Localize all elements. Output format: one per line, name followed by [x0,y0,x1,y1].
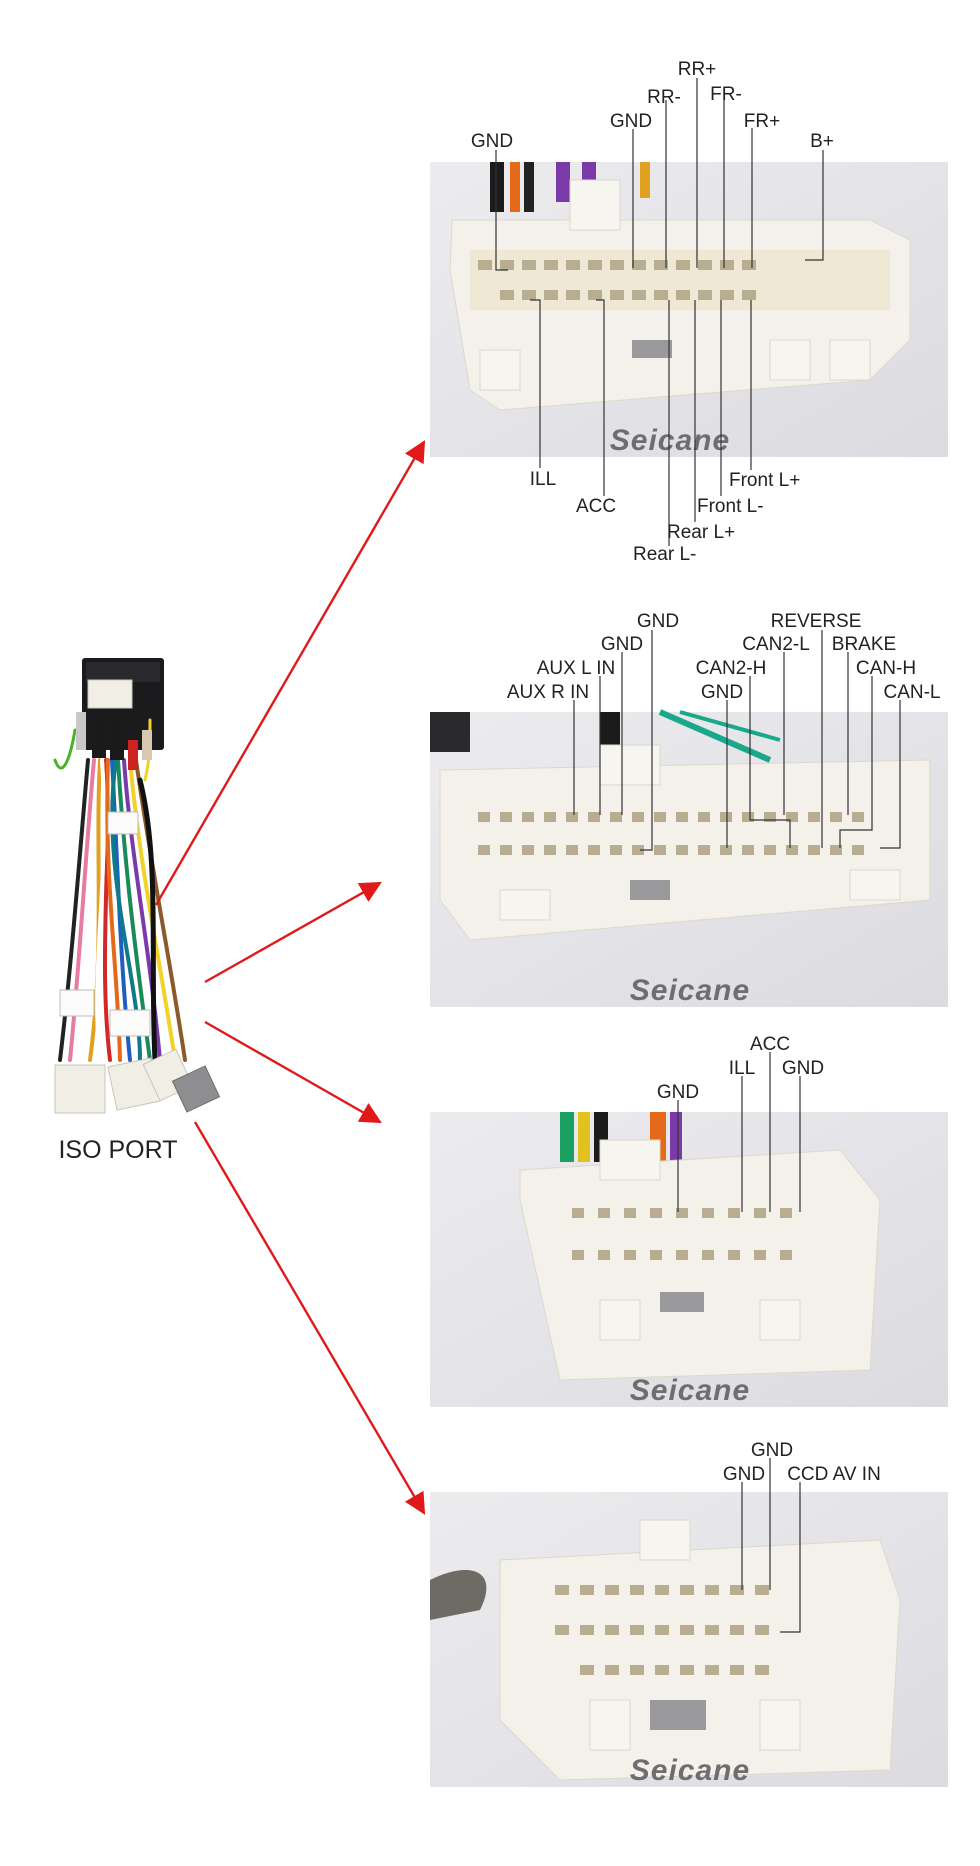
pin-label-ccd-av-in: CCD AV IN [787,1464,881,1485]
connector-4-watermark: Seicane [630,1754,750,1787]
pin-label-acc: ACC [576,496,616,517]
pin-label-can2-l: CAN2-L [742,634,810,655]
connector-4-panel: Seicane GND GND CCD AV IN [430,1440,948,1787]
pin-label-b-plus: B+ [810,131,834,152]
pin-label-rr-plus: RR+ [678,59,717,80]
pin-label-reverse: REVERSE [771,611,862,632]
connector-3-watermark: Seicane [630,1374,750,1407]
arrows [154,440,426,1515]
pin-label-gnd: GND [657,1082,699,1103]
pin-label-can2-h: CAN2-H [696,658,767,679]
pin-label-gnd: GND [601,634,643,655]
arrow-to-connector-3 [204,1020,382,1124]
pin-label-rear-l-minus: Rear L- [633,544,696,565]
arrow-to-connector-4 [193,1121,426,1515]
pin-label-brake: BRAKE [832,634,896,655]
pin-label-can-l: CAN-L [883,682,940,703]
connector-1-panel: Seicane GND GND RR- RR+ FR- FR+ B+ ILL A… [430,59,948,565]
wire-harness-image [53,658,221,1114]
pin-label-rear-l-plus: Rear L+ [667,522,735,543]
pin-label-front-l-minus: Front L- [697,496,764,517]
pin-label-gnd: GND [782,1058,824,1079]
pin-label-rr-minus: RR- [647,87,681,108]
pin-label-gnd: GND [471,131,513,152]
pin-label-gnd: GND [723,1464,765,1485]
pin-label-gnd: GND [610,111,652,132]
pin-label-acc: ACC [750,1034,790,1055]
connector-3-panel: Seicane GND ILL ACC GND [430,1034,948,1407]
pin-label-gnd: GND [701,682,743,703]
pin-label-front-l-plus: Front L+ [729,470,800,491]
connector-2-watermark: Seicane [630,974,750,1007]
pin-label-aux-l-in: AUX L IN [537,658,616,679]
connector-2-panel: Seicane AUX R IN AUX L IN GND GND GND CA… [430,611,948,1007]
pin-label-ill: ILL [729,1058,755,1079]
pin-label-fr-plus: FR+ [744,111,780,132]
pin-label-aux-r-in: AUX R IN [507,682,589,703]
connector-1-watermark: Seicane [610,424,730,457]
iso-port-label: ISO PORT [58,1136,177,1164]
pin-label-ill: ILL [530,469,556,490]
pin-label-fr-minus: FR- [710,84,742,105]
pin-label-gnd: GND [637,611,679,632]
pin-label-can-h: CAN-H [856,658,916,679]
arrow-to-connector-2 [204,881,382,984]
arrow-to-connector-1 [154,440,426,906]
pin-label-gnd: GND [751,1440,793,1461]
